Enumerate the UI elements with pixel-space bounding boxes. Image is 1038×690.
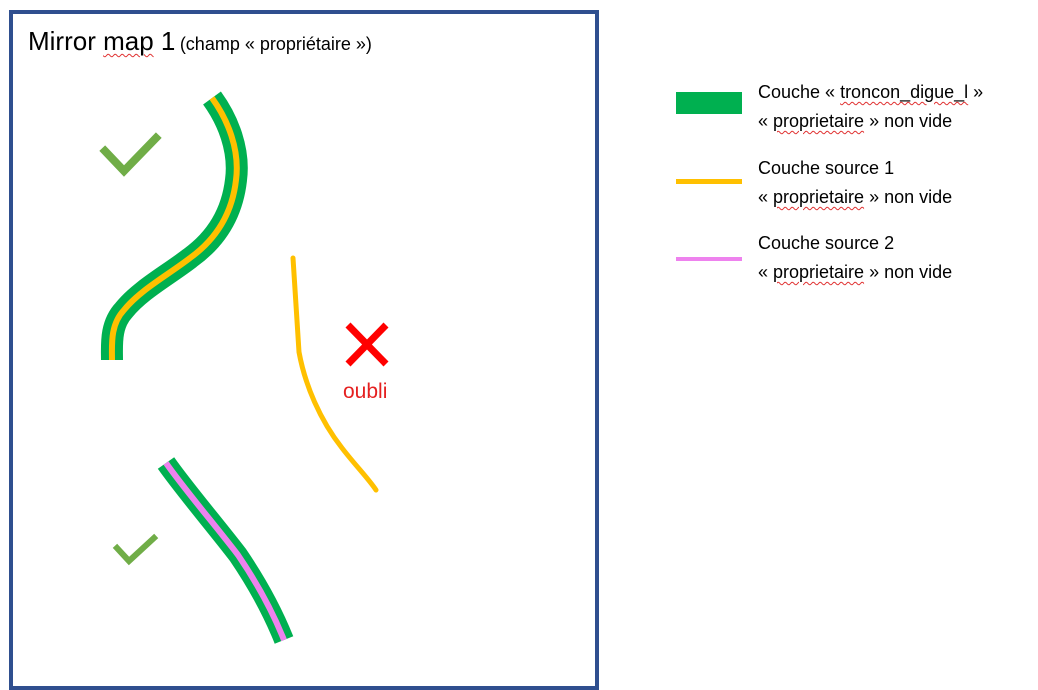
legend-item-source2: Couche source 2 « proprietaire » non vid… xyxy=(672,229,1032,289)
source1-feature-missed xyxy=(290,255,379,493)
legend-source1-line2-prefix: « xyxy=(758,187,774,207)
source2-feature-lower xyxy=(163,461,287,642)
legend-swatch-source1 xyxy=(676,179,742,184)
missed-label: oubli xyxy=(343,380,388,403)
source1-feature-upper xyxy=(108,96,240,361)
legend-digue-line2-suffix: » non vide xyxy=(864,111,953,131)
legend-swatch-source2 xyxy=(676,257,742,261)
map-subtitle: (champ « propriétaire ») xyxy=(179,34,372,54)
legend-source1-line2-suffix: » non vide xyxy=(864,187,953,207)
map-title-word-mirror: Mirror xyxy=(28,26,104,56)
check-icon xyxy=(99,132,162,177)
legend-source2-line2-prefix: « xyxy=(758,262,774,282)
legend-source2-line1: Couche source 2 xyxy=(758,233,895,253)
legend-text-source2: Couche source 2 « proprietaire » non vid… xyxy=(758,229,952,287)
legend-swatch-digue xyxy=(676,92,742,114)
legend-source1-line1: Couche source 1 xyxy=(758,158,895,178)
legend-digue-line2-prefix: « xyxy=(758,111,774,131)
legend-source2-field: proprietaire xyxy=(773,262,865,282)
legend-item-source1: Couche source 1 « proprietaire » non vid… xyxy=(672,154,1032,214)
legend-source1-field: proprietaire xyxy=(773,187,865,207)
cross-icon xyxy=(345,322,389,367)
legend-source2-line2-suffix: » non vide xyxy=(864,262,953,282)
legend-item-digue: Couche « troncon_digue_l » « proprietair… xyxy=(672,78,1032,138)
map-title-word-map: map xyxy=(103,26,154,56)
legend-text-digue: Couche « troncon_digue_l » « proprietair… xyxy=(758,78,983,136)
legend-digue-line1-prefix: Couche « xyxy=(758,82,841,102)
legend-text-source1: Couche source 1 « proprietaire » non vid… xyxy=(758,154,952,212)
map-title-main: Mirror map 1 xyxy=(28,26,175,56)
legend-digue-line1-suffix: » xyxy=(968,82,984,102)
map-title: Mirror map 1 (champ « propriétaire ») xyxy=(28,26,372,57)
legend-digue-field: proprietaire xyxy=(773,111,865,131)
map-title-word-number: 1 xyxy=(153,26,176,56)
check-icon xyxy=(112,533,159,566)
legend-digue-term: troncon_digue_l xyxy=(840,82,969,102)
